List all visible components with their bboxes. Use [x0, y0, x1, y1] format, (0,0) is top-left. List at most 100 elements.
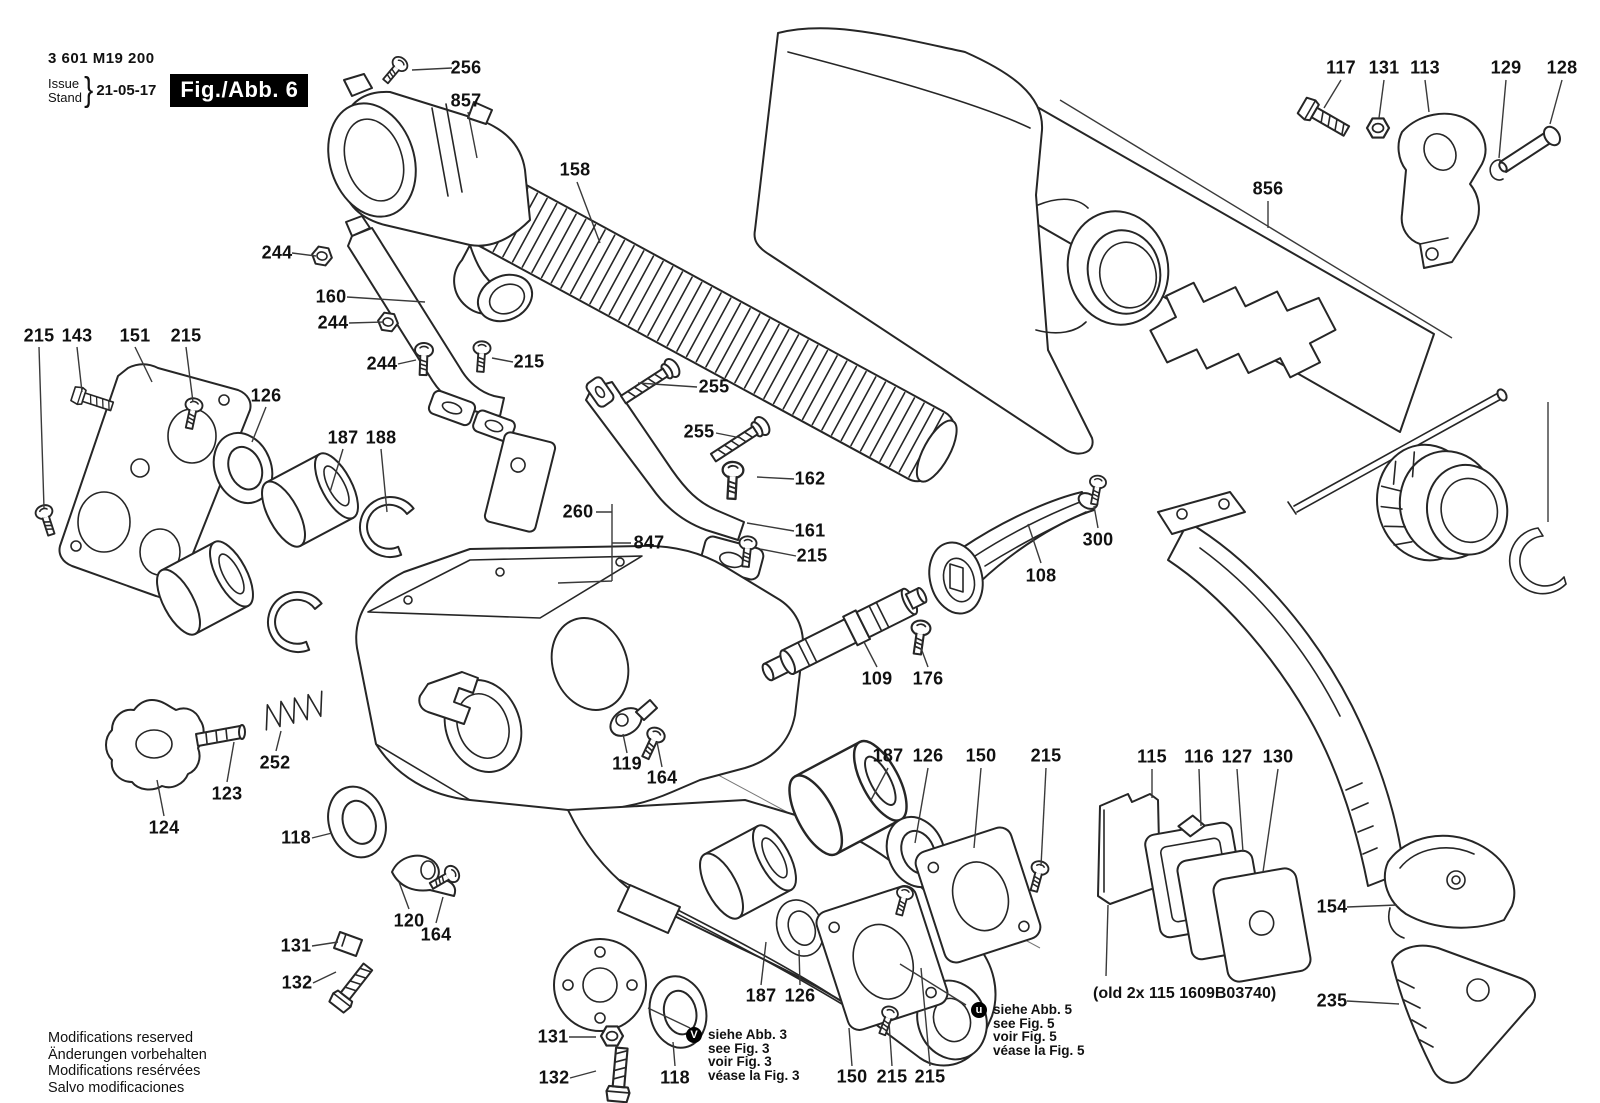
part-callout-150: 150 [965, 745, 997, 766]
part-callout-131: 131 [537, 1026, 569, 1047]
part-callout-244: 244 [261, 242, 293, 263]
elbow-adapter [327, 73, 534, 323]
part-callout-215: 215 [1030, 745, 1062, 766]
part-callout-118: 118 [660, 1067, 690, 1088]
plate-150 [815, 885, 949, 1031]
document-number: 3 601 M19 200 [48, 50, 155, 67]
screw-255-icon [706, 413, 774, 467]
part-callout-164: 164 [420, 924, 452, 945]
plate-260 [483, 431, 557, 533]
part-callout-132: 132 [538, 1067, 570, 1088]
spring-123 [265, 690, 323, 731]
star-knob-124 [105, 699, 246, 791]
part-callout-255: 255 [698, 376, 730, 397]
pointer-knob-108 [928, 491, 1099, 615]
u-badge: u [971, 1002, 987, 1018]
part-callout-856: 856 [1252, 178, 1284, 199]
part-callout-162: 162 [794, 468, 826, 489]
old-part-note: (old 2x 115 1609B03740) [1093, 985, 1277, 1002]
part-callout-109: 109 [861, 668, 893, 689]
v-badge: V [686, 1027, 702, 1043]
part-callout-123: 123 [211, 783, 243, 804]
part-callout-126: 126 [912, 745, 944, 766]
part-callout-260: 260 [562, 501, 594, 522]
part-callout-188: 188 [365, 427, 397, 448]
guard-235 [1391, 944, 1536, 1084]
part-callout-150: 150 [836, 1066, 868, 1087]
hose-coupler [1376, 443, 1509, 562]
figure-badge: Fig./Abb. 6 [170, 74, 309, 107]
part-callout-215: 215 [914, 1066, 946, 1087]
part-callout-235: 235 [1316, 990, 1348, 1011]
bolt-143-icon [69, 384, 116, 416]
bolt-132-icon [326, 959, 378, 1015]
part-callout-124: 124 [148, 817, 180, 838]
part-callout-127: 127 [1221, 746, 1253, 767]
part-callout-161: 161 [794, 520, 826, 541]
part-callout-117: 117 [1326, 57, 1356, 78]
handle-cover-154 [1383, 834, 1516, 939]
part-callout-252: 252 [259, 752, 291, 773]
bag-frame-comb [1149, 281, 1337, 379]
part-callout-187: 187 [872, 745, 904, 766]
part-callout-119: 119 [612, 753, 642, 774]
washer-118-icon [318, 778, 396, 866]
part-callout-128: 128 [1546, 57, 1578, 78]
leader-lines [38, 67, 1563, 1079]
part-callout-215: 215 [513, 351, 545, 372]
part-callout-131: 131 [1368, 57, 1400, 78]
part-callout-131: 131 [280, 935, 312, 956]
screw-255-icon [616, 355, 684, 409]
pin-128 [1498, 125, 1562, 173]
part-callout-857: 857 [450, 90, 482, 111]
part-callout-154: 154 [1316, 896, 1348, 917]
part-callout-160: 160 [315, 286, 347, 307]
part-callout-143: 143 [61, 325, 93, 346]
clamp-252 [418, 671, 479, 725]
pin-131 [333, 931, 363, 957]
part-callout-158: 158 [559, 159, 591, 180]
part-callout-215: 215 [796, 545, 828, 566]
part-callout-116: 116 [1184, 746, 1214, 767]
nut-131-icon [1365, 117, 1391, 139]
part-callout-164: 164 [646, 767, 678, 788]
bracket-160 [345, 215, 516, 443]
screw-215-icon [470, 339, 492, 374]
retaining-clip [1508, 527, 1567, 595]
part-callout-113: 113 [1410, 57, 1440, 78]
part-callout-115: 115 [1137, 746, 1167, 767]
part-callout-118: 118 [281, 827, 311, 848]
suction-hose [465, 174, 958, 483]
screw-215-icon [32, 502, 61, 539]
screw-176-icon [906, 618, 933, 657]
part-callout-244: 244 [366, 353, 398, 374]
cring-188-icon [260, 584, 325, 657]
dust-container [753, 27, 1170, 455]
part-callout-108: 108 [1025, 565, 1057, 586]
bolt-117-icon [1295, 94, 1353, 142]
issue-date: 21-05-17 [96, 82, 157, 99]
eclip-129-icon [1489, 159, 1504, 181]
part-callout-132: 132 [281, 972, 313, 993]
bracket-113 [1397, 112, 1487, 269]
screw-162-icon [720, 460, 745, 501]
clip-119 [609, 699, 658, 737]
filter-sheet-115 [1097, 793, 1161, 905]
part-callout-255: 255 [683, 421, 715, 442]
part-callout-120: 120 [393, 910, 425, 931]
part-callout-126: 126 [250, 385, 282, 406]
brace-glyph: } [84, 71, 94, 109]
plate-150 [914, 826, 1042, 964]
washer-118-icon [642, 969, 714, 1055]
part-callout-126: 126 [784, 985, 816, 1006]
part-callout-300: 300 [1082, 529, 1114, 550]
cring-188-icon [352, 489, 417, 562]
part-callout-215: 215 [170, 325, 202, 346]
part-callout-847: 847 [633, 532, 665, 553]
